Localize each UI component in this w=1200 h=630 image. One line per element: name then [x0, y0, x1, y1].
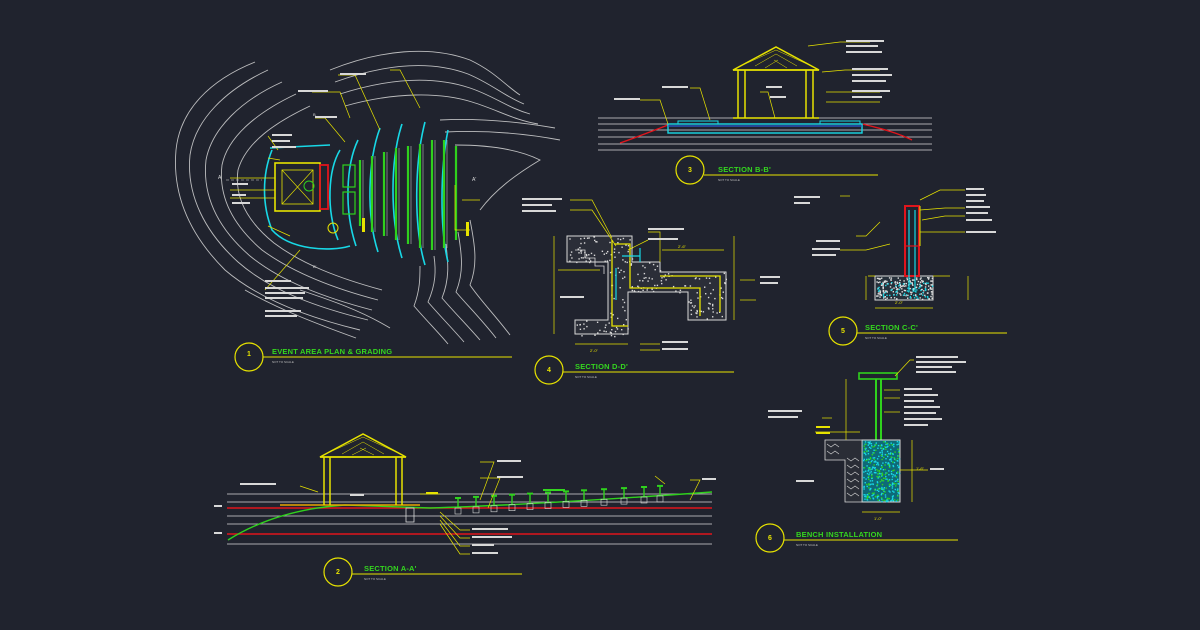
bench-height-dim: 1'-6": [916, 466, 925, 471]
bb-roof-hatch: [744, 49, 808, 69]
aa-roof-hatch: [329, 436, 397, 456]
cc-title: SECTION C-C': [865, 323, 918, 332]
aa-bench-footing: [620, 497, 628, 505]
dd-title: SECTION D-D': [575, 362, 628, 371]
plan-title-block: 1 EVENT AREA PLAN & GRADING NOT TO SCALE: [234, 342, 512, 372]
bench-soil: [824, 439, 863, 503]
bench-depth-dim: 1'-0": [874, 516, 883, 521]
aa-bench-footing: [562, 501, 570, 508]
aa-notes: [214, 460, 716, 554]
aa-gazebo: [319, 433, 407, 505]
cc-scale: NOT TO SCALE: [865, 336, 887, 340]
dd-scale: NOT TO SCALE: [575, 375, 597, 379]
bench-footing-stipple: [863, 441, 901, 503]
aa-bench-footing: [580, 499, 588, 507]
aa-number: 2: [336, 569, 340, 576]
dd-reinforcement: [611, 240, 721, 327]
dd-concrete: [566, 235, 727, 335]
marker-b-prime: B': [313, 264, 317, 269]
dd-cyan-details: [615, 248, 641, 300]
marker-b: B: [313, 112, 316, 117]
cc-title-block: 5 SECTION C-C' NOT TO SCALE: [828, 316, 1007, 346]
bench-soil-hatch: [826, 443, 860, 497]
aa-bench-footing: [472, 506, 480, 514]
dd-stair-hatch: [575, 249, 605, 274]
dd-dims: [553, 236, 735, 345]
bb-gazebo: [732, 46, 820, 119]
dd-number: 4: [547, 367, 551, 374]
dd-notes: [522, 198, 780, 350]
dd-stipple: [569, 236, 727, 338]
cc-width-dim: 2'-0": [895, 300, 904, 305]
aa-bench-footing: [526, 503, 534, 510]
bench-drawing: 1'-6" 1'-0": [755, 356, 966, 553]
aa-leaders: [299, 461, 701, 555]
bb-title: SECTION B-B': [718, 165, 771, 174]
marker-a: A: [218, 175, 222, 181]
aa-bench-footings: [454, 484, 664, 515]
bench-notes: [768, 356, 966, 482]
dd-title-block: 4 SECTION D-D' NOT TO SCALE: [534, 355, 734, 385]
plan-paths-cyan: [263, 121, 449, 266]
plan-section-markers: A A' B B': [218, 112, 476, 269]
dd-leaders: [570, 199, 756, 351]
bb-leaders: [640, 41, 880, 125]
cc-number: 5: [841, 328, 845, 335]
bb-notes: [614, 40, 892, 100]
plan-contours: [175, 50, 561, 345]
bench-seat: [858, 372, 898, 380]
marker-a-prime: A': [472, 177, 476, 183]
aa-bench-footing: [600, 498, 608, 506]
plan-drawing: A A' B B' 1 EVENT AREA PLAN & GRADING NO…: [175, 50, 561, 372]
section-dd-drawing: 2'-0" 2'-6" 4 SECTI: [522, 198, 780, 385]
cc-notes: [794, 188, 996, 256]
bb-grade-lines: [598, 117, 932, 151]
plan-gazebo: [274, 162, 356, 234]
cc-dims: [865, 276, 969, 309]
cc-post: [904, 205, 920, 277]
bench-title-block: 6 BENCH INSTALLATION NOT TO SCALE: [755, 523, 958, 553]
aa-bench-footing: [544, 502, 552, 509]
plan-bench-outlines: [362, 140, 448, 250]
cc-stipple: [876, 277, 934, 301]
bench-scale: NOT TO SCALE: [796, 543, 818, 547]
dd-top-dim: 2'-6": [678, 244, 687, 249]
section-cc-drawing: 2'-0" 5 SECTION: [794, 188, 1007, 346]
bench-number: 6: [768, 535, 772, 542]
aa-bench-footing: [454, 507, 462, 515]
aa-bench-footing: [640, 496, 648, 504]
aa-scale: NOT TO SCALE: [364, 577, 386, 581]
bench-leaders: [822, 359, 928, 471]
plan-benches-green: [358, 140, 458, 250]
section-bb-drawing: 3 SECTION B-B' NOT TO SCALE: [598, 40, 932, 185]
aa-bench-footing: [490, 505, 498, 513]
bb-scale: NOT TO SCALE: [718, 178, 740, 182]
plan-leaders: [230, 69, 480, 291]
bb-title-block: 3 SECTION B-B' NOT TO SCALE: [675, 155, 878, 185]
bench-title: BENCH INSTALLATION: [796, 530, 882, 539]
aa-grade-lines: [227, 493, 712, 545]
aa-bench-footing: [508, 504, 516, 512]
cc-leaders: [840, 189, 965, 251]
aa-title: SECTION A-A': [364, 564, 417, 573]
plan-title: EVENT AREA PLAN & GRADING: [272, 347, 392, 356]
dd-width-dim: 2'-0": [590, 348, 599, 353]
plan-number: 1: [247, 351, 251, 358]
aa-bench-footing: [656, 495, 664, 503]
bb-number: 3: [688, 167, 692, 174]
plan-notes: [232, 73, 469, 317]
section-aa-drawing: 2 SECTION A-A' NOT TO SCALE: [214, 433, 716, 587]
aa-red-lines: [227, 507, 712, 535]
aa-title-block: 2 SECTION A-A' NOT TO SCALE: [323, 557, 522, 587]
plan-scale: NOT TO SCALE: [272, 360, 294, 364]
